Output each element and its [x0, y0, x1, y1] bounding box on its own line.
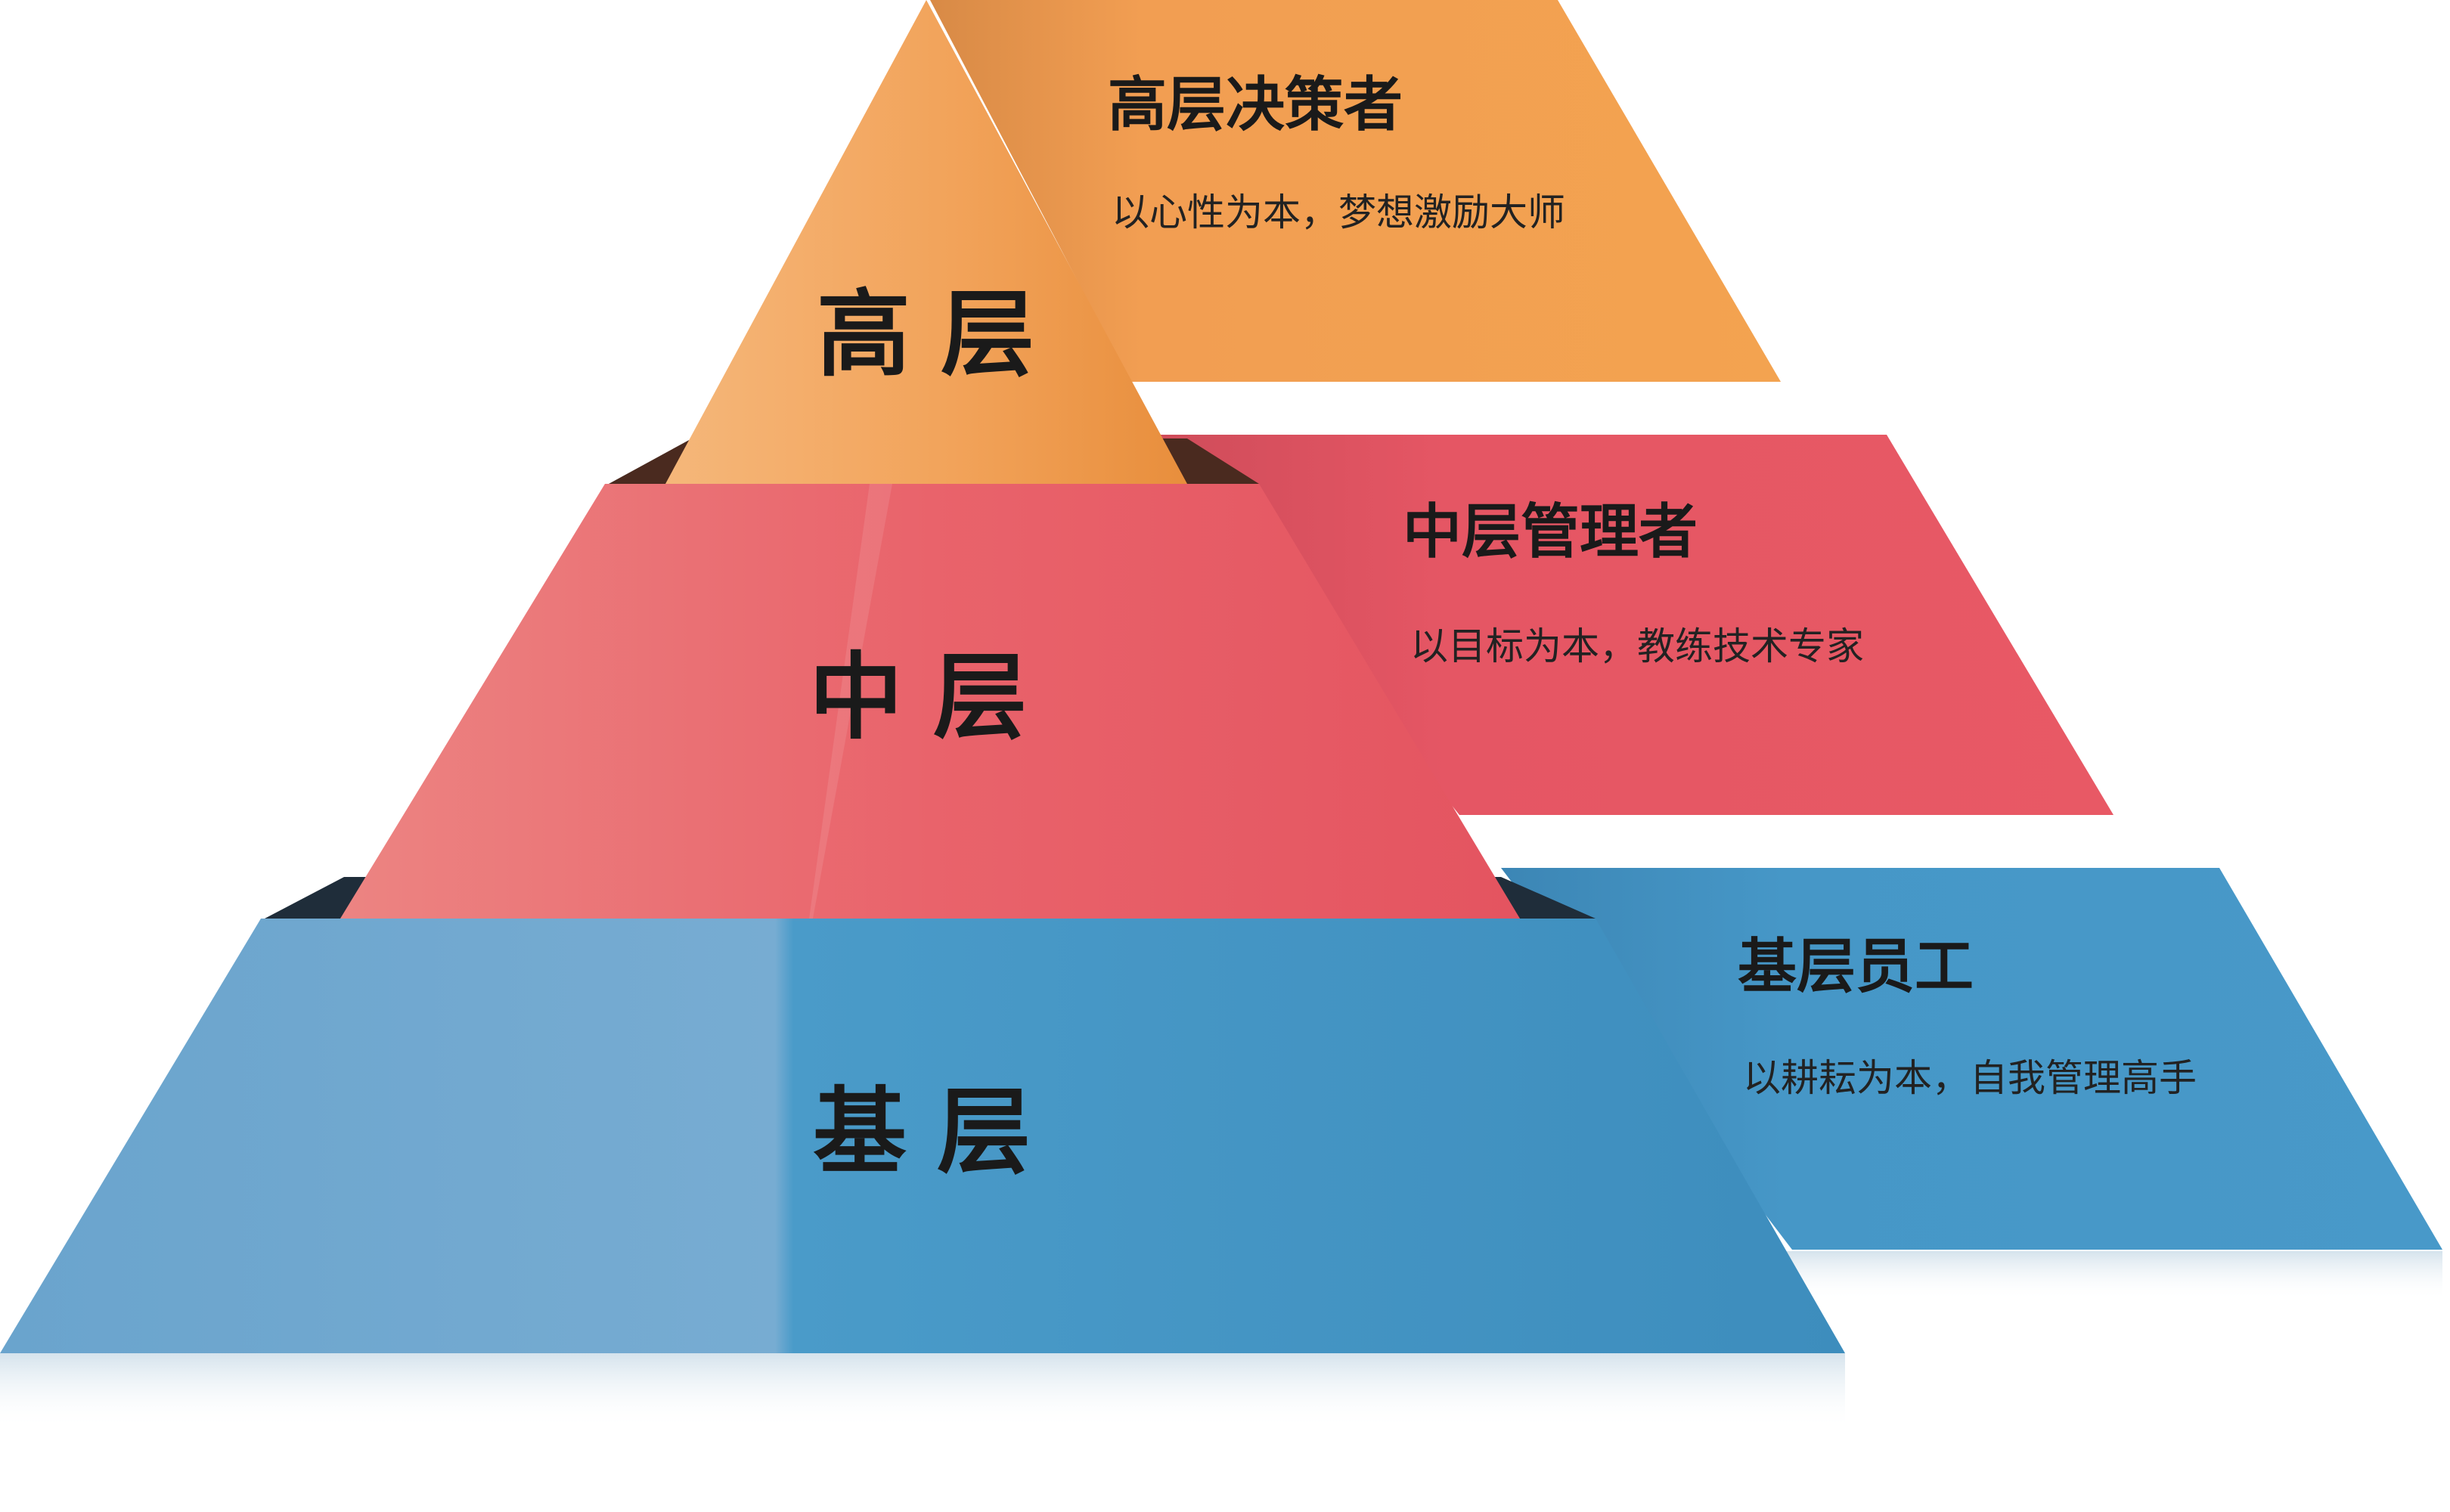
tier-top-panel: 高层决策者 以心性为本，梦想激励大师 — [930, 0, 1781, 382]
tier-middle-description: 以目标为本，教练技术专家 — [1410, 624, 1864, 668]
tier-top-title: 高层决策者 — [1108, 71, 1403, 139]
tier-middle-title: 中层管理者 — [1403, 498, 1698, 566]
tier-base-description: 以耕耘为本，自我管理高手 — [1743, 1056, 2197, 1100]
tier-base: 基层 — [0, 919, 1845, 1353]
tier-top-description: 以心性为本，梦想激励大师 — [1112, 191, 1565, 234]
floor-shadow — [0, 1353, 1845, 1429]
tier-base-title: 基层员工 — [1738, 933, 1974, 1001]
tier-top-label: 高层 — [817, 280, 1065, 389]
tier-middle: 中层 — [340, 484, 1520, 919]
tier-top: 高层 — [665, 0, 1187, 484]
panel-shadow — [1777, 1251, 2442, 1300]
tier-base-label: 基层 — [813, 1078, 1061, 1187]
tier-base-panel: 基层员工 以耕耘为本，自我管理高手 — [1501, 868, 2442, 1250]
tier-middle-label: 中层 — [809, 643, 1057, 752]
